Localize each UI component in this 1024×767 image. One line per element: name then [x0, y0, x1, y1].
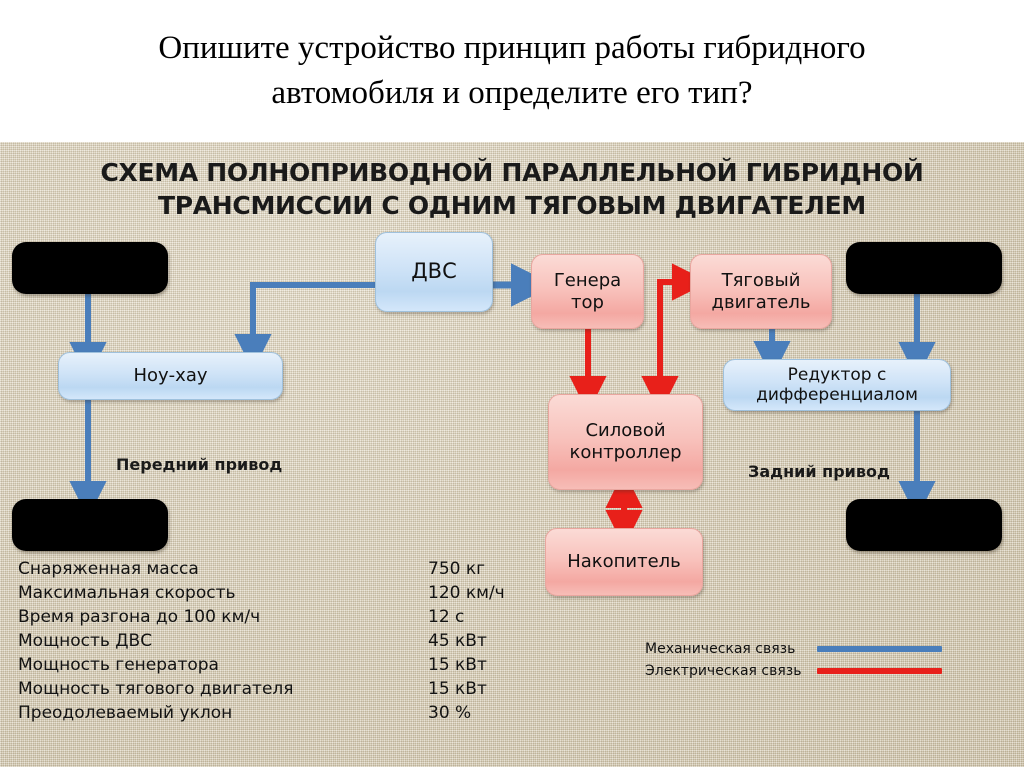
node-generator[interactable]: Генера тор — [531, 254, 644, 329]
node-power-controller[interactable]: Силовой контроллер — [548, 394, 703, 490]
wheel-rear-left — [12, 499, 168, 551]
legend-label-electrical: Электрическая связь — [645, 663, 802, 679]
legend-swatch-mechanical — [817, 646, 942, 652]
node-energy-storage[interactable]: Накопитель — [545, 528, 703, 596]
diagram-heading-line-2: ТРАНСМИССИИ С ОДНИМ ТЯГОВЫМ ДВИГАТЕЛЕМ — [157, 191, 867, 220]
node-know-how[interactable]: Ноу-хау — [58, 352, 283, 400]
spec-label: Мощность тягового двигателя — [18, 679, 294, 699]
node-know-how-label: Ноу-хау — [133, 365, 208, 387]
table-row: Время разгона до 100 км/ч 12 с — [18, 605, 518, 629]
spec-value: 15 кВт — [428, 655, 487, 675]
spec-value: 30 % — [428, 703, 472, 723]
legend: Механическая связь Электрическая связь — [645, 638, 942, 682]
question-line-2: автомобиля и определите его тип? — [271, 75, 753, 111]
spec-value: 12 с — [428, 607, 465, 627]
hybrid-transmission-diagram: СХЕМА ПОЛНОПРИВОДНОЙ ПАРАЛЛЕЛЬНОЙ ГИБРИД… — [0, 142, 1024, 767]
wheel-front-right — [846, 242, 1002, 294]
node-generator-label-line-1: Генера — [553, 269, 622, 291]
table-row: Мощность тягового двигателя 15 кВт — [18, 677, 518, 701]
legend-label-mechanical: Механическая связь — [645, 641, 796, 657]
legend-item-electrical: Электрическая связь — [645, 660, 942, 682]
wheel-front-left — [12, 242, 168, 294]
legend-item-mechanical: Механическая связь — [645, 638, 942, 660]
spec-value: 750 кг — [428, 559, 486, 579]
table-row: Мощность ДВС 45 кВт — [18, 629, 518, 653]
table-row: Преодолеваемый уклон 30 % — [18, 701, 518, 725]
node-power-controller-label-line-2: контроллер — [569, 442, 682, 463]
spec-label: Максимальная скорость — [18, 583, 236, 603]
legend-swatch-electrical — [817, 668, 942, 674]
spec-value: 45 кВт — [428, 631, 487, 651]
spec-value: 120 км/ч — [428, 583, 505, 603]
spec-label: Мощность генератора — [18, 655, 219, 675]
specification-table: Снаряженная масса 750 кг Максимальная ск… — [18, 557, 518, 725]
spec-label: Время разгона до 100 км/ч — [18, 607, 261, 627]
spec-label: Преодолеваемый уклон — [18, 703, 233, 723]
node-reducer-label-line-2: дифференциалом — [756, 385, 918, 405]
node-reducer-label-line-1: Редуктор с — [787, 364, 887, 385]
question-banner: Опишите устройство принцип работы гибрид… — [0, 0, 1024, 142]
node-internal-combustion-engine[interactable]: ДВС — [375, 232, 493, 312]
node-reducer-with-differential[interactable]: Редуктор с дифференциалом — [723, 359, 951, 411]
diagram-heading: СХЕМА ПОЛНОПРИВОДНОЙ ПАРАЛЛЕЛЬНОЙ ГИБРИД… — [0, 156, 1024, 222]
connector-ice-to-knowhow — [234, 282, 375, 372]
wheel-rear-right — [846, 499, 1002, 551]
node-energy-storage-label: Накопитель — [567, 551, 681, 573]
node-traction-motor[interactable]: Тяговый двигатель — [690, 254, 832, 329]
node-ice-label: ДВС — [411, 259, 457, 284]
label-front-drive: Передний привод — [116, 455, 283, 474]
node-power-controller-label-line-1: Силовой — [585, 420, 666, 442]
spec-label: Снаряженная масса — [18, 559, 199, 579]
table-row: Снаряженная масса 750 кг — [18, 557, 518, 581]
node-generator-label-line-2: тор — [571, 291, 604, 313]
connector-controller-to-traction-motor — [657, 263, 710, 394]
spec-label: Мощность ДВС — [18, 631, 153, 651]
spec-value: 15 кВт — [428, 679, 487, 699]
table-row: Мощность генератора 15 кВт — [18, 653, 518, 677]
node-traction-motor-label-line-1: Тяговый — [721, 269, 801, 291]
diagram-heading-line-1: СХЕМА ПОЛНОПРИВОДНОЙ ПАРАЛЛЕЛЬНОЙ ГИБРИД… — [100, 158, 924, 187]
question-line-1: Опишите устройство принцип работы гибрид… — [158, 30, 866, 67]
table-row: Максимальная скорость 120 км/ч — [18, 581, 518, 605]
node-traction-motor-label-line-2: двигатель — [711, 291, 811, 313]
label-rear-drive: Задний привод — [748, 462, 890, 481]
